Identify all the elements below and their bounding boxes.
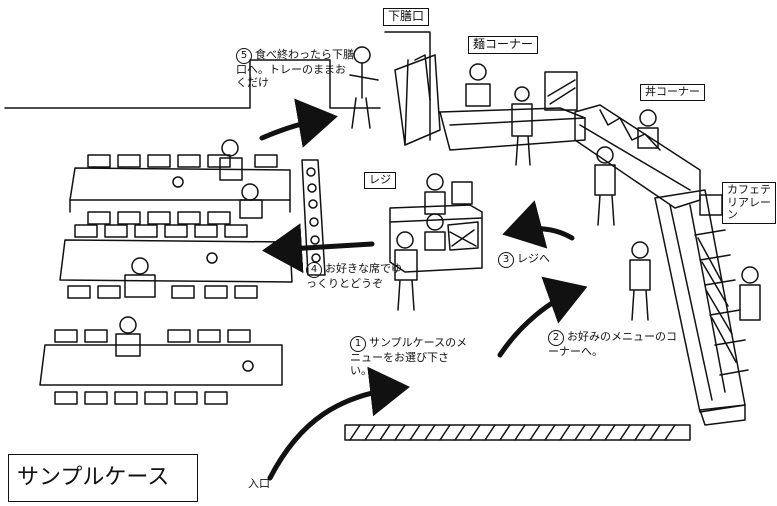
floor-hatch (344, 424, 691, 441)
person-diner-3 (115, 316, 141, 357)
return-counter (384, 31, 441, 146)
step-3-text: レジへ (517, 252, 550, 265)
person-rice-staff (637, 109, 659, 149)
label-return-counter: 下膳口 (383, 8, 430, 26)
person-diner-1 (219, 139, 263, 219)
register-counter (389, 181, 483, 273)
label-rice-bowl-corner: 丼コーナー (640, 84, 705, 101)
person-register-customer (394, 231, 418, 311)
condiment-rack (301, 159, 326, 276)
label-noodle-corner: 麺コーナー (468, 36, 539, 54)
label-entrance: 入口 (248, 477, 270, 490)
person-return-counter (349, 46, 379, 129)
person-noodle-customer (511, 86, 533, 166)
step-4-text: お好きな席でゆっくりとどうぞ (306, 262, 402, 290)
person-diner-2 (124, 257, 156, 298)
rice-bowl-counter (574, 104, 701, 209)
person-lane-staff (739, 266, 761, 321)
arrow-step-3 (502, 200, 575, 249)
noodle-counter (439, 71, 586, 151)
person-noodle-staff (465, 63, 491, 107)
arrow-step-4 (262, 223, 375, 274)
step-2-text: お好みのメニューのコーナーへ。 (548, 330, 677, 358)
step-4-number: 4 (306, 262, 322, 278)
cafeteria-lane-counter (654, 189, 749, 426)
label-sample-case: サンプルケース (8, 454, 198, 502)
person-rice-customer (594, 146, 616, 226)
arrow-step-5 (259, 98, 338, 148)
back-wall (4, 59, 381, 109)
step-3-number: 3 (498, 252, 514, 268)
label-cafeteria-lane: カフェテリアレーン (722, 182, 776, 224)
person-lane-customer (629, 241, 651, 321)
step-5-text: 食べ終わったら下膳口へ。トレーのままおくだけ (236, 48, 354, 89)
dining-table-1 (69, 154, 291, 225)
dining-table-3 (39, 329, 283, 405)
step-2-number: 2 (548, 330, 564, 346)
step-5-number: 5 (236, 48, 252, 64)
person-register-staff (424, 173, 446, 251)
label-register: レジ (364, 172, 396, 189)
dining-table-2 (59, 224, 293, 299)
arrow-step-1 (267, 366, 410, 481)
step-1-text: サンプルケースのメニューをお選び下さい。 (350, 336, 468, 377)
arrow-step-2 (497, 276, 588, 358)
step-1-number: 1 (350, 336, 366, 352)
